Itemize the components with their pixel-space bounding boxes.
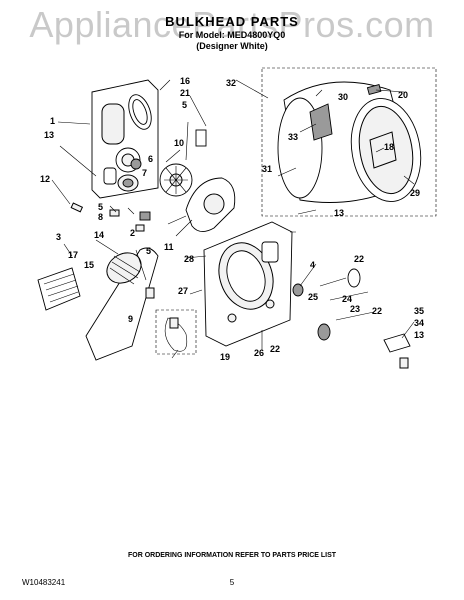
page-title: BULKHEAD PARTS bbox=[165, 14, 299, 29]
callout-label: 22 bbox=[372, 306, 382, 316]
drum bbox=[277, 81, 422, 203]
lint-filter bbox=[37, 267, 81, 311]
felt-seal bbox=[128, 94, 152, 130]
callout-label: 27 bbox=[178, 286, 188, 296]
callout-label: 20 bbox=[398, 90, 408, 100]
callout-label: 14 bbox=[94, 230, 104, 240]
callout-label: 18 bbox=[384, 142, 394, 152]
callout-label: 34 bbox=[414, 318, 424, 328]
callout-label: 17 bbox=[68, 250, 78, 260]
callout-label: 29 bbox=[410, 188, 420, 198]
watermark: AppliancePartsPros.com bbox=[29, 4, 435, 45]
callout-label: 28 bbox=[184, 254, 194, 264]
callout-label: 23 bbox=[350, 304, 360, 314]
callout-label: 10 bbox=[174, 138, 184, 148]
callout-label: 8 bbox=[98, 212, 103, 222]
callout-label: 3 bbox=[56, 232, 61, 242]
ordering-note: FOR ORDERING INFORMATION REFER TO PARTS … bbox=[127, 552, 337, 559]
callout-label: 13 bbox=[334, 208, 344, 218]
callout-label: 22 bbox=[354, 254, 364, 264]
blower-wheel bbox=[159, 163, 193, 197]
callout-label: 6 bbox=[148, 154, 153, 164]
wire-harness bbox=[155, 309, 197, 355]
front-bulkhead bbox=[203, 221, 293, 347]
callout-label: 35 bbox=[414, 306, 424, 316]
callout-label: 15 bbox=[84, 260, 94, 270]
callout-label: 1 bbox=[50, 116, 55, 126]
callout-label: 21 bbox=[180, 88, 190, 98]
drum-box bbox=[261, 67, 437, 217]
callout-label: 2 bbox=[130, 228, 135, 238]
left-hardware bbox=[70, 202, 151, 232]
callout-label: 32 bbox=[226, 78, 236, 88]
callout-label: 13 bbox=[414, 330, 424, 340]
callout-label: 5 bbox=[146, 246, 151, 256]
callout-label: 13 bbox=[44, 130, 54, 140]
drum-rollers bbox=[292, 268, 411, 369]
document-number: W10483241 bbox=[22, 578, 66, 587]
callout-label: 4 bbox=[310, 260, 315, 270]
callout-label: 5 bbox=[98, 202, 103, 212]
blower-housing bbox=[185, 177, 236, 232]
callout-label: 33 bbox=[288, 132, 298, 142]
callout-label: 30 bbox=[338, 92, 348, 102]
page-number: 5 bbox=[229, 578, 235, 587]
variant-line: (Designer White) bbox=[196, 41, 268, 51]
callout-label: 12 bbox=[40, 174, 50, 184]
callout-label: 26 bbox=[254, 348, 264, 358]
callout-label: 31 bbox=[262, 164, 272, 174]
callout-label: 5 bbox=[182, 100, 187, 110]
callout-label: 24 bbox=[342, 294, 352, 304]
callout-label: 9 bbox=[128, 314, 133, 324]
callout-label: 16 bbox=[180, 76, 190, 86]
callout-label: 7 bbox=[142, 168, 147, 178]
bearing-parts bbox=[117, 129, 207, 192]
callout-label: 22 bbox=[270, 344, 280, 354]
model-line: For Model: MED4800YQ0 bbox=[178, 30, 286, 40]
callout-label: 25 bbox=[308, 292, 318, 302]
callout-label: 11 bbox=[164, 242, 174, 252]
filter-housing bbox=[85, 247, 159, 361]
callout-label: 19 bbox=[220, 352, 230, 362]
